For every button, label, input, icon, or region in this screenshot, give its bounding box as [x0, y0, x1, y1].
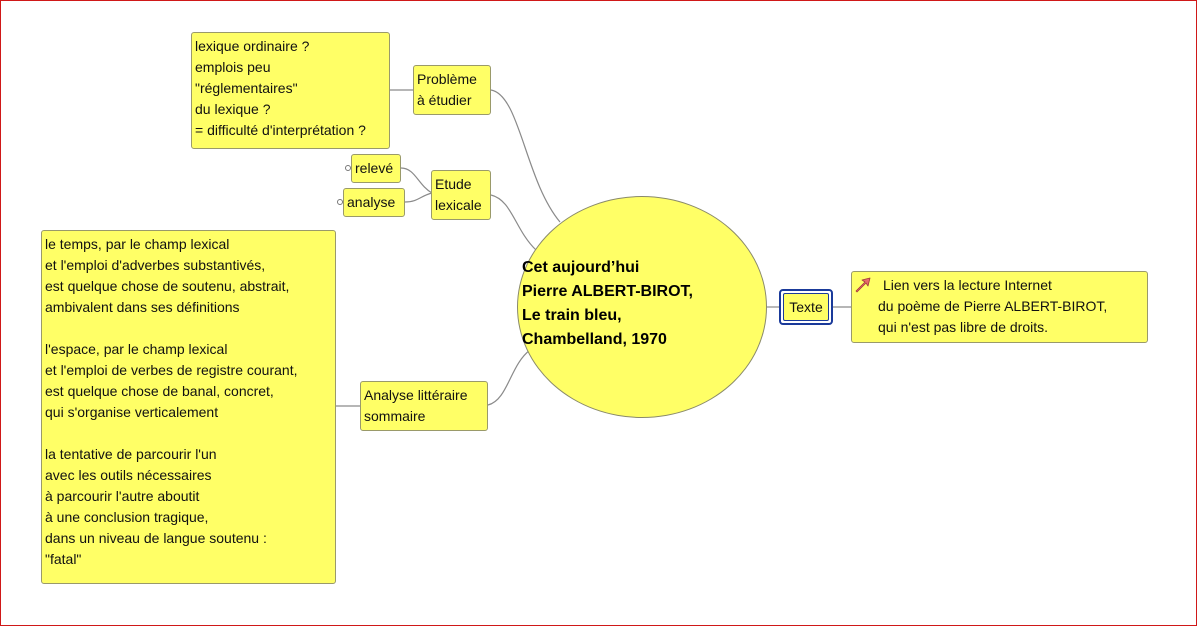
analyse-note[interactable]: le temps, par le champ lexical et l'empl…: [41, 230, 336, 584]
branch-analyse-litteraire[interactable]: Analyse littéraire sommaire: [360, 381, 488, 431]
child-analyse[interactable]: analyse: [343, 188, 405, 217]
link-arrow-icon[interactable]: [854, 277, 872, 293]
collapse-handle-releve[interactable]: [345, 165, 351, 171]
connector-etude: [490, 194, 537, 251]
branch-texte-label: Texte: [783, 293, 829, 321]
connector-analyse: [487, 349, 531, 406]
connector-analyse-child: [404, 192, 433, 203]
central-topic[interactable]: [517, 196, 767, 418]
branch-etude-lexicale[interactable]: Etude lexicale: [431, 170, 491, 220]
texte-note[interactable]: Lien vers la lecture Internet du poème d…: [851, 271, 1148, 343]
branch-probleme[interactable]: Problème à étudier: [413, 65, 491, 115]
central-topic-text: Cet aujourd’hui Pierre ALBERT-BIROT, Le …: [522, 259, 693, 348]
child-releve[interactable]: relevé: [351, 154, 401, 183]
connector-releve: [400, 167, 433, 194]
connector-probleme: [490, 89, 561, 223]
probleme-note[interactable]: lexique ordinaire ? emplois peu "régleme…: [191, 32, 390, 149]
branch-texte[interactable]: Texte: [779, 289, 833, 325]
collapse-handle-analyse[interactable]: [337, 199, 343, 205]
